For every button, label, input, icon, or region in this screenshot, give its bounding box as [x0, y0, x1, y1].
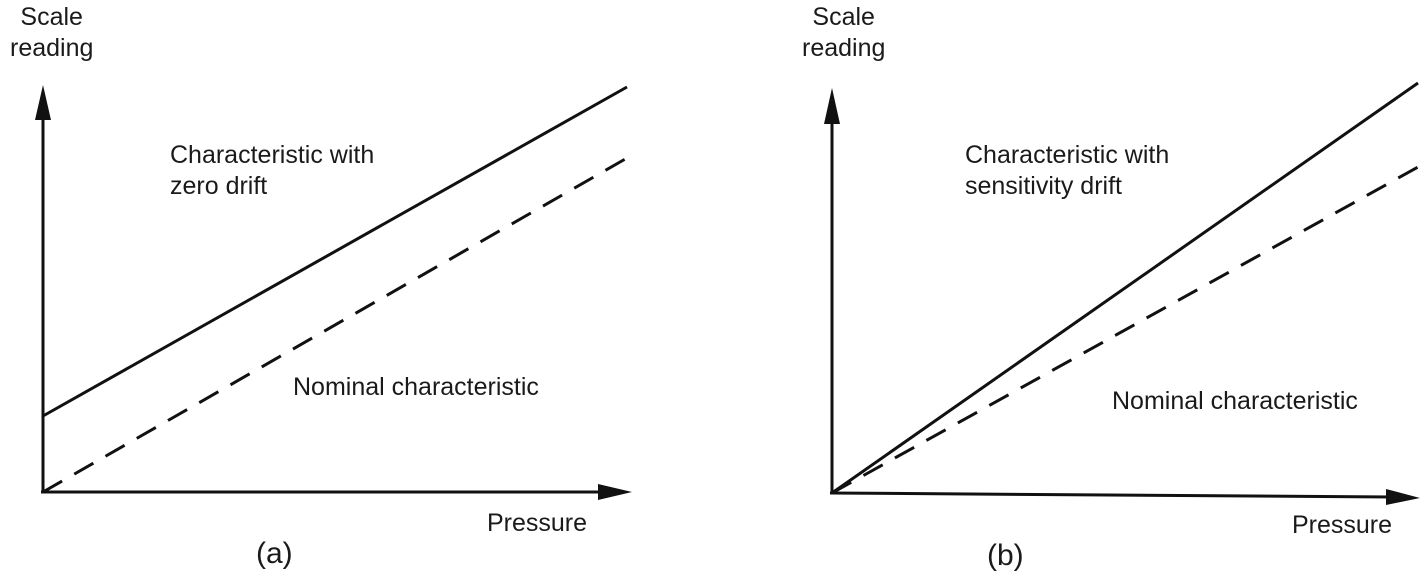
nominal-line: [831, 165, 1419, 495]
y-axis-label: Scale reading: [802, 2, 885, 64]
x-axis-arrow-icon: [1386, 489, 1420, 505]
panel-zero-drift: Scale reading Characteristic with zero d…: [10, 2, 632, 570]
panel-caption: (b): [987, 539, 1024, 572]
y-axis-label-line2: reading: [802, 34, 886, 62]
y-axis-arrow-icon: [824, 88, 840, 124]
sensitivity-drift-label-line2: sensitivity drift: [965, 172, 1122, 200]
zero-drift-label-line2: zero drift: [170, 172, 268, 200]
sensitivity-drift-label-line1: Characteristic with: [965, 141, 1170, 169]
zero-drift-label: Characteristic with zero drift: [170, 140, 374, 202]
panel-sensitivity-drift: Scale reading Characteristic with sensit…: [712, 0, 1424, 581]
x-axis-arrow-icon: [598, 484, 632, 500]
y-axis-arrow-icon: [35, 85, 51, 120]
x-axis: [829, 491, 1393, 499]
zero-drift-label-line1: Characteristic with: [170, 141, 375, 169]
y-axis-label-line1: Scale: [20, 3, 83, 31]
y-axis-label-line1: Scale: [812, 3, 875, 31]
nominal-line: [42, 156, 628, 494]
x-axis-label: Pressure: [1292, 511, 1393, 539]
sensitivity-drift-label: Characteristic with sensitivity drift: [965, 140, 1169, 202]
x-axis-label: Pressure: [487, 509, 588, 537]
panel-caption: (a): [256, 537, 293, 570]
y-axis-label: Scale reading: [10, 2, 93, 64]
nominal-label: Nominal characteristic: [293, 373, 539, 401]
sensitivity-drift-line: [831, 81, 1419, 495]
y-axis-label-line2: reading: [10, 34, 94, 62]
plot-sensitivity-drift: [824, 81, 1420, 505]
nominal-label: Nominal characteristic: [1112, 387, 1358, 415]
plot-zero-drift: [35, 85, 632, 500]
zero-drift-line: [42, 85, 628, 418]
